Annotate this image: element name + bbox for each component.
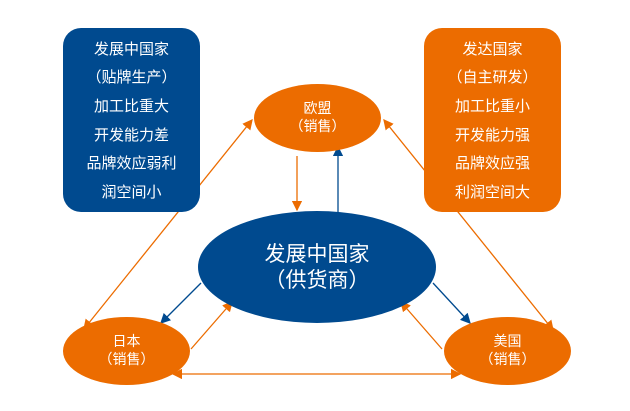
box-line: 品牌效应强 [454, 154, 530, 173]
node-subtitle: （销售） [98, 352, 155, 368]
node-subtitle: （销售） [479, 352, 536, 368]
box-line: （贴牌生产） [86, 68, 177, 87]
box-line: 发展中国家 [93, 39, 169, 58]
box-line: 开发能力差 [93, 125, 169, 144]
arrow-center-to-japan [160, 282, 202, 324]
developing-countries-box: 发展中国家 （贴牌生产） 加工比重大 开发能力差 品牌效应弱利 润空间小 [63, 28, 200, 212]
node-title: 欧盟 [303, 100, 332, 117]
arrow-usa-to-center [400, 301, 443, 350]
japan-node: 日本 （销售） [63, 317, 190, 385]
node-title: 发展中国家 [264, 241, 370, 266]
node-title: 日本 [112, 333, 141, 350]
box-line: 开发能力强 [454, 125, 530, 144]
box-line: 加工比重小 [454, 97, 530, 116]
usa-node: 美国 （销售） [444, 317, 571, 385]
box-line: 品牌效应弱利 [86, 154, 177, 173]
developed-countries-box: 发达国家 （自主研发） 加工比重小 开发能力强 品牌效应强 利润空间大 [424, 28, 561, 212]
box-line: （自主研发） [447, 68, 538, 87]
box-line: 利润空间大 [454, 183, 530, 202]
eu-node: 欧盟 （销售） [254, 84, 381, 152]
node-title: 美国 [493, 333, 522, 350]
arrow-japan-to-center [190, 301, 233, 350]
supplier-node: 发展中国家 （供货商） [198, 211, 436, 323]
arrow-japan-eu [83, 118, 253, 331]
node-subtitle: （销售） [289, 119, 346, 135]
arrow-center-to-usa [432, 282, 471, 324]
node-subtitle: （供货商） [264, 268, 370, 292]
box-line: 发达国家 [462, 39, 523, 58]
box-line: 润空间小 [101, 183, 162, 202]
arrow-usa-eu [383, 118, 554, 332]
box-line: 加工比重大 [93, 97, 169, 116]
